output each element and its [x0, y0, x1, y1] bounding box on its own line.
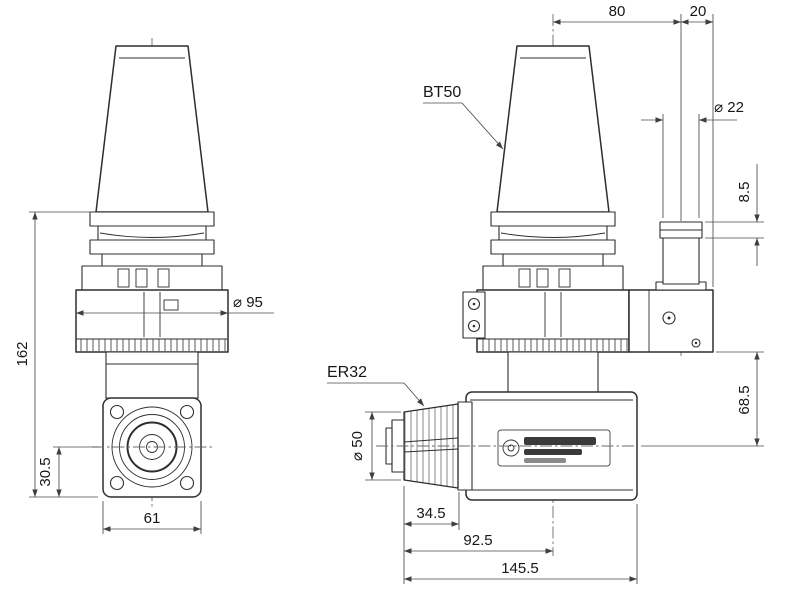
label-taper: BT50	[423, 84, 504, 150]
taper-label: BT50	[423, 84, 461, 101]
dim-face-to-center-label: 92.5	[463, 532, 492, 549]
brand-logo-icon	[502, 439, 520, 457]
rod-body	[662, 237, 700, 285]
side-dimensions: 80 20 ⌀ 22 8.5 68.5	[349, 3, 764, 584]
front-dimensions: 162 30.5 61 ⌀ 95	[14, 211, 274, 534]
dim-flange-to-center: 68.5	[641, 351, 764, 447]
dim-body-diameter: ⌀ 95	[76, 294, 274, 316]
side-graduated-body	[476, 289, 630, 353]
side-labels: BT50 ER32	[327, 84, 504, 407]
dim-nut-diameter-label: ⌀ 50	[349, 431, 366, 461]
front-neck	[105, 351, 199, 399]
dim-cap-height-label: 8.5	[736, 182, 753, 203]
dim-overall-length: 145.5	[404, 504, 638, 584]
dim-rod-to-edge: 20	[681, 3, 713, 25]
dim-nut-length-label: 34.5	[416, 505, 445, 522]
side-taper-cone	[496, 45, 610, 213]
stop-rod	[655, 221, 707, 291]
dim-rod-to-edge-label: 20	[690, 3, 707, 20]
dim-center-to-bottom: 30.5	[37, 446, 99, 497]
front-view	[75, 38, 229, 508]
spindle-boss-circle	[111, 406, 193, 488]
side-neck	[507, 351, 599, 393]
bolt-hole	[109, 475, 125, 491]
dim-center-to-rod: 80	[553, 3, 681, 25]
nameplate-text-block	[524, 437, 596, 445]
label-collet: ER32	[327, 364, 425, 407]
clamp-plate	[462, 291, 486, 339]
side-flange	[490, 211, 616, 267]
nameplate	[497, 429, 611, 467]
dim-width-label: 61	[144, 510, 161, 527]
dim-center-to-bottom-label: 30.5	[37, 457, 54, 486]
dim-width: 61	[102, 501, 202, 534]
dim-nut-diameter: ⌀ 50	[349, 411, 401, 481]
dim-rod-diameter-label: ⌀ 22	[714, 99, 744, 116]
side-view	[376, 14, 714, 556]
dim-height-label: 162	[14, 341, 31, 366]
dim-face-to-center: 92.5	[404, 532, 553, 554]
side-adjust-ring	[482, 265, 624, 291]
front-flange	[89, 211, 215, 267]
collet-label: ER32	[327, 364, 367, 381]
front-adjust-ring	[81, 265, 223, 291]
dim-rod-diameter: ⌀ 22	[641, 99, 744, 218]
front-graduated-body	[75, 289, 229, 353]
nameplate-text-block	[524, 449, 582, 455]
dim-flange-to-center-label: 68.5	[736, 385, 753, 414]
bolt-hole	[179, 475, 195, 491]
dim-center-to-rod-label: 80	[609, 3, 626, 20]
dim-nut-length: 34.5	[403, 486, 460, 584]
bolt-hole	[179, 404, 195, 420]
side-graduation-scale	[478, 339, 628, 351]
bolt-hole	[109, 404, 125, 420]
front-taper-cone	[95, 45, 209, 213]
front-graduation-scale	[77, 339, 227, 351]
dim-cap-height: 8.5	[705, 164, 764, 266]
side-housing	[628, 289, 714, 353]
spindle-nose	[376, 401, 638, 491]
dim-body-diameter-label: ⌀ 95	[233, 294, 263, 311]
dim-height: 162	[14, 211, 98, 498]
front-output-face	[92, 397, 212, 498]
nameplate-text-block	[524, 458, 566, 463]
dim-overall-length-label: 145.5	[501, 560, 539, 577]
